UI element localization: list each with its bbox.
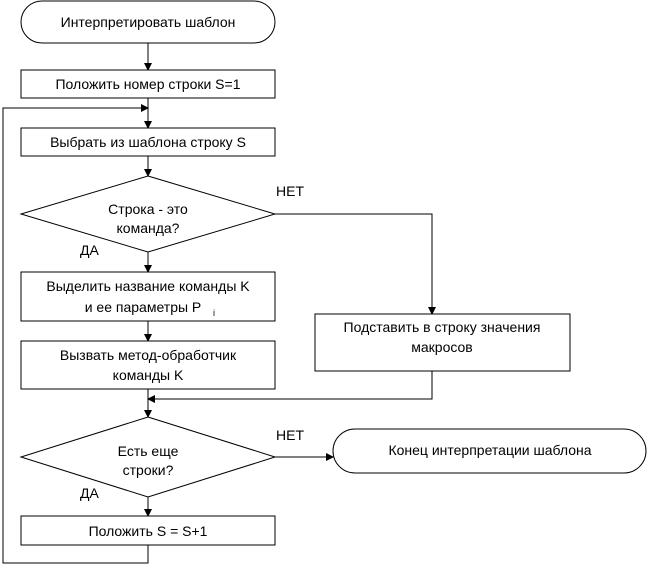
no-label-1: НЕТ <box>276 183 304 199</box>
call-handler-line1: Вызвать метод-обработчик <box>60 347 237 363</box>
is-command-line2: команда? <box>117 220 180 236</box>
arrow-loop-back <box>2 104 149 564</box>
call-handler-line2: команды K <box>113 367 184 383</box>
more-lines-line2: строки? <box>123 462 174 478</box>
increment-box: Положить S = S+1 <box>20 515 276 546</box>
arrow-decision-to-substitute <box>275 213 436 315</box>
is-command-decision: Строка - это команда? <box>19 175 277 253</box>
no-label-2: НЕТ <box>276 427 304 443</box>
set-line-box: Положить номер строки S=1 <box>20 69 276 99</box>
extract-line1: Выделить название команды K <box>46 278 250 294</box>
end-label: Конец интерпретации шаблона <box>388 442 591 458</box>
extract-command-box: Выделить название команды K и ее парамет… <box>20 271 276 322</box>
end-terminal: Конец интерпретации шаблона <box>332 428 647 474</box>
increment-label: Положить S = S+1 <box>89 523 208 539</box>
more-lines-decision: Есть еще строки? <box>19 416 277 498</box>
start-terminal: Интерпретировать шаблон <box>20 0 276 44</box>
select-line-box: Выбрать из шаблона строку S <box>20 127 276 157</box>
is-command-line1: Строка - это <box>108 201 188 217</box>
yes-label-2: ДА <box>80 485 99 501</box>
substitute-line2: макросов <box>411 339 473 355</box>
extract-line2: и ее параметры P <box>85 299 202 315</box>
substitute-line1: Подставить в строку значения <box>344 319 541 335</box>
select-line-label: Выбрать из шаблона строку S <box>50 134 246 150</box>
yes-label-1: ДА <box>80 242 99 258</box>
arrow-substitute-merge <box>147 371 433 403</box>
start-label: Интерпретировать шаблон <box>61 14 236 30</box>
call-handler-box: Вызвать метод-обработчик команды K <box>20 340 276 390</box>
more-lines-line1: Есть еще <box>118 443 179 459</box>
set-line-label: Положить номер строки S=1 <box>55 76 240 92</box>
extract-subscript: i <box>213 308 215 318</box>
substitute-macros-box: Подставить в строку значения макросов <box>314 313 571 372</box>
